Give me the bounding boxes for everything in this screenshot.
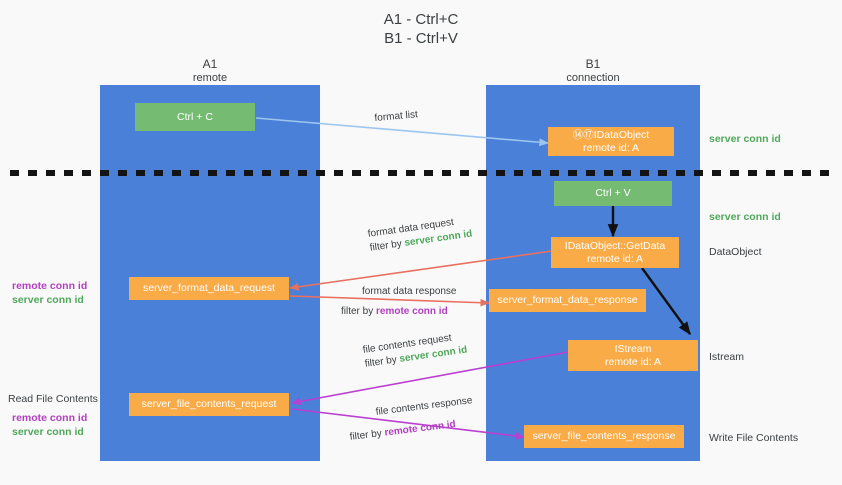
note-file-remote-conn-id: remote conn id — [12, 412, 88, 424]
box-ctrl-v[interactable]: Ctrl + V — [554, 181, 672, 206]
edge-label-format-data-response-text: format data response — [362, 286, 457, 297]
box-istream-line1: IStream — [614, 342, 652, 355]
edge-label-format-data-response-filter: filter by remote conn id — [341, 305, 448, 319]
filter-prefix-3: filter by — [364, 353, 401, 370]
lane-a1-subtitle: remote — [192, 71, 228, 84]
note-format-remote-conn-id: remote conn id — [12, 280, 88, 292]
box-server-format-data-request-label: server_format_data_request — [143, 282, 275, 294]
note-server-conn-id-top: server conn id — [709, 133, 781, 145]
box-istream[interactable]: IStream remote id: A — [568, 340, 698, 371]
box-server-format-data-response[interactable]: server_format_data_response — [489, 289, 646, 312]
note-file-server-conn-id: server conn id — [12, 426, 84, 438]
note-file-conn-stack: remote conn id server conn id — [12, 411, 87, 439]
box-ctrl-v-label: Ctrl + V — [595, 187, 631, 199]
lane-a1-title: A1 — [202, 57, 218, 71]
note-istream: Istream — [709, 351, 745, 363]
title-line-1: A1 - Ctrl+C — [383, 11, 459, 28]
diagram-title: A1 - Ctrl+C B1 - Ctrl+V — [0, 10, 842, 48]
lane-b1-title: B1 — [585, 57, 601, 71]
box-idataobject-top-line2: remote id: A — [582, 141, 640, 154]
edge-label-format-list-text: format list — [374, 109, 419, 124]
box-idataobject-top-line1: ⑭⑰IDataObject — [572, 128, 650, 141]
box-server-file-contents-request[interactable]: server_file_contents_request — [129, 393, 289, 416]
note-format-server-conn-id: server conn id — [12, 294, 84, 306]
box-getdata-line2: remote id: A — [586, 252, 644, 265]
filter-prefix-4: filter by — [349, 427, 386, 443]
edge-label-format-data-response: format data response — [362, 285, 457, 299]
note-server-conn-id-second: server conn id — [709, 211, 781, 223]
filter-prefix-1: filter by — [369, 237, 406, 254]
filter-key-4: remote conn id — [383, 418, 457, 439]
box-server-file-contents-response[interactable]: server_file_contents_response — [524, 425, 684, 448]
box-server-format-data-response-label: server_format_data_response — [497, 294, 638, 306]
note-dataobject: DataObject — [709, 246, 762, 258]
edge-label-format-data-request: format data request filter by server con… — [367, 214, 473, 256]
box-server-file-contents-response-label: server_file_contents_response — [532, 430, 676, 442]
edge-label-file-contents-response-filter: filter by remote conn id — [349, 418, 457, 445]
note-format-conn-stack: remote conn id server conn id — [12, 279, 87, 307]
edge-label-file-contents-request: file contents request filter by server c… — [362, 330, 468, 372]
lane-header-b1: B1 connection — [486, 57, 700, 85]
filter-prefix-2: filter by — [341, 306, 377, 317]
box-idataobject-getdata[interactable]: IDataObject::GetData remote id: A — [551, 237, 679, 268]
edge-label-file-contents-response: file contents response — [375, 394, 473, 420]
edge-label-file-contents-response-text: file contents response — [375, 395, 474, 418]
filter-key-2: remote conn id — [376, 306, 448, 317]
box-server-format-data-request[interactable]: server_format_data_request — [129, 277, 289, 300]
lane-b1-subtitle: connection — [566, 71, 620, 84]
lane-header-a1: A1 remote — [100, 57, 320, 85]
box-istream-line2: remote id: A — [604, 355, 662, 368]
title-line-2: B1 - Ctrl+V — [384, 30, 458, 47]
note-write-file-contents: Write File Contents — [709, 432, 799, 444]
box-getdata-line1: IDataObject::GetData — [564, 239, 666, 252]
box-idataobject-top[interactable]: ⑭⑰IDataObject remote id: A — [548, 127, 674, 156]
edge-label-format-list: format list — [374, 108, 418, 126]
box-ctrl-c[interactable]: Ctrl + C — [135, 103, 255, 131]
box-server-file-contents-request-label: server_file_contents_request — [141, 398, 277, 410]
box-ctrl-c-label: Ctrl + C — [177, 110, 213, 123]
note-read-file-contents: Read File Contents — [8, 393, 98, 405]
